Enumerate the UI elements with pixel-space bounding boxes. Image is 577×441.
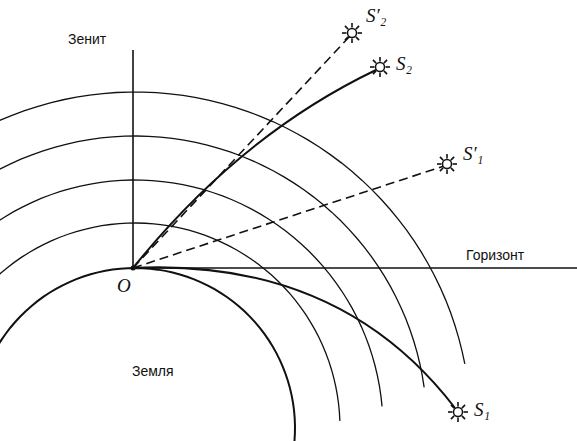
observer-point	[131, 266, 136, 271]
star-ray	[358, 32, 363, 34]
star-ray	[462, 405, 465, 408]
star-ray	[453, 163, 458, 165]
star-ray	[451, 416, 454, 419]
star-ray	[351, 39, 353, 44]
star-core	[443, 160, 452, 169]
star-ray	[437, 163, 442, 165]
atmosphere-layer	[0, 92, 465, 364]
apparent-direction	[133, 166, 444, 268]
star-label: S′₂	[366, 6, 386, 25]
star-ray	[462, 416, 465, 419]
star-ray	[373, 71, 376, 74]
atmosphere-layer	[0, 223, 340, 421]
star-ray	[373, 60, 376, 63]
atmosphere-layers	[0, 92, 465, 421]
star-ray	[448, 411, 453, 413]
star-core	[454, 408, 463, 417]
light-ray	[133, 70, 376, 268]
star-symbol	[370, 57, 390, 77]
point-label: O	[117, 276, 131, 295]
star-ray	[446, 154, 448, 159]
star-ray	[386, 66, 391, 68]
direction-label: Горизонт	[466, 248, 524, 262]
star-ray	[345, 26, 348, 29]
direction-label: Зенит	[68, 32, 106, 46]
region-label: Земля	[132, 364, 174, 378]
star-ray	[457, 418, 459, 423]
star-ray	[457, 402, 459, 407]
star-ray	[351, 23, 353, 28]
star-label: S₂	[396, 54, 412, 73]
star-symbol	[448, 402, 468, 422]
star-core	[376, 63, 385, 72]
star-ray	[440, 168, 443, 171]
star-ray	[451, 405, 454, 408]
star-ray	[370, 66, 375, 68]
star-ray	[440, 157, 443, 160]
star-ray	[384, 71, 387, 74]
star-ray	[356, 26, 359, 29]
star-ray	[379, 73, 381, 78]
star-ray	[342, 32, 347, 34]
star-label: S₁	[474, 400, 490, 419]
star-symbol	[437, 154, 457, 174]
star-ray	[345, 37, 348, 40]
zenith-line	[132, 50, 134, 268]
star-ray	[379, 57, 381, 62]
star-ray	[446, 170, 448, 175]
star-symbol	[342, 23, 362, 43]
star-ray	[356, 37, 359, 40]
star-ray	[451, 168, 454, 171]
earth-surface	[0, 268, 295, 441]
star-ray	[464, 411, 469, 413]
atmosphere-layer	[0, 136, 424, 387]
atmosphere-layer	[0, 180, 382, 406]
star-ray	[451, 157, 454, 160]
light-ray	[133, 267, 455, 408]
star-label: S′₁	[463, 144, 483, 163]
star-core	[348, 29, 357, 38]
star-ray	[384, 60, 387, 63]
star-symbols	[342, 23, 468, 422]
